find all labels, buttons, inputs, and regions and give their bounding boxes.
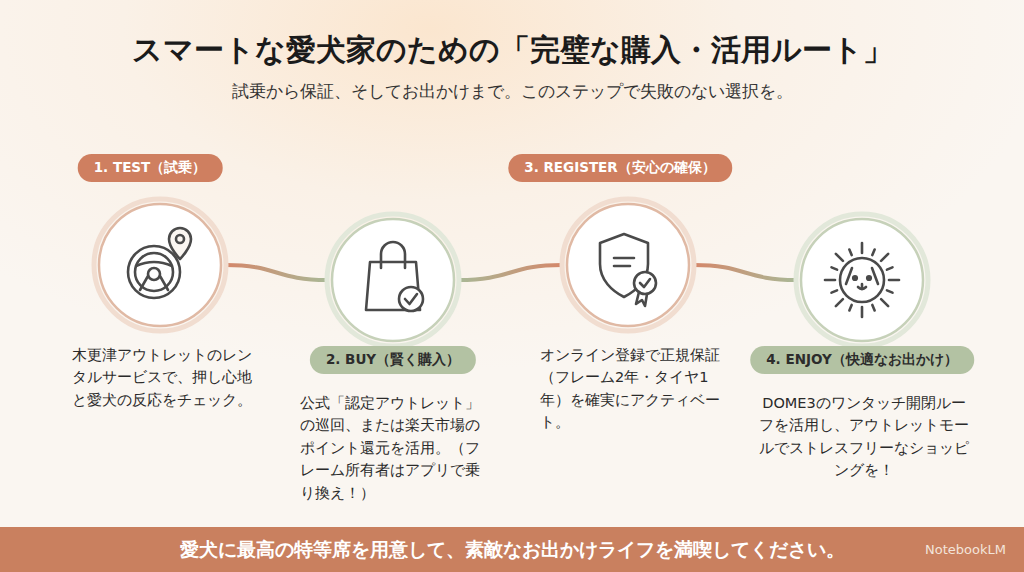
shield-icon xyxy=(600,234,656,306)
sun-ray xyxy=(872,250,874,256)
sun-ray xyxy=(825,279,835,282)
sun-ray xyxy=(861,243,864,253)
subtitle: 試乗から保証、そしてお出かけまで。このステップで失敗のない選択を。 xyxy=(0,80,1024,103)
sun-ray xyxy=(889,279,899,282)
circle-outline xyxy=(98,203,222,327)
circle-outline xyxy=(331,218,455,342)
sun-ray xyxy=(832,290,838,292)
step-description: オンライン登録で正規保証（フレーム2年・タイヤ1年）を確実にアクティベート。 xyxy=(540,344,724,434)
sun-ray xyxy=(872,305,874,311)
title: スマートな愛犬家のための「完璧な購入・活用ルート」 xyxy=(0,30,1024,71)
sun-ray xyxy=(836,254,843,261)
step-description: 公式「認定アウトレット」の巡回、または楽天市場のポイント還元を活用。（フレーム所… xyxy=(300,392,492,504)
step-label: 1. TEST（試乗） xyxy=(78,154,223,182)
sun-ray xyxy=(861,307,864,317)
sun-ray xyxy=(836,299,843,306)
step-label: 4. ENJOY（快適なお出かけ） xyxy=(750,346,974,374)
sun-ray xyxy=(881,254,888,261)
step-label: 3. REGISTER（安心の確保） xyxy=(508,154,732,182)
wave-connector xyxy=(694,265,796,280)
sun-ray xyxy=(849,305,851,311)
step-label: 2. BUY（賢く購入） xyxy=(310,346,476,374)
step-circle: 4. ENJOY（快適なお出かけ）DOME3のワンタッチ開閉ルーフを活用し、アウ… xyxy=(800,218,924,342)
footer-text: 愛犬に最高の特等席を用意して、素敵なお出かけライフを満喫してください。 xyxy=(0,537,1024,563)
sun-ray xyxy=(887,290,893,292)
step-description: DOME3のワンタッチ開閉ルーフを活用し、アウトレットモールでストレスフリーなシ… xyxy=(758,392,970,482)
steering-wheel-icon xyxy=(128,228,191,298)
circle-outline xyxy=(800,218,924,342)
shopping-bag-icon xyxy=(366,242,423,311)
step-circle: 3. REGISTER（安心の確保）オンライン登録で正規保証（フレーム2年・タイ… xyxy=(566,203,690,327)
step-description: 木更津アウトレットのレンタルサービスで、押し心地と愛犬の反応をチェック。 xyxy=(72,344,252,411)
sun-ray xyxy=(849,250,851,256)
step-circle: 1. TEST（試乗）木更津アウトレットのレンタルサービスで、押し心地と愛犬の反… xyxy=(98,203,222,327)
watermark: NotebookLM xyxy=(925,542,1006,557)
sun-ray xyxy=(881,299,888,306)
sun-ray xyxy=(832,267,838,269)
wave-connector xyxy=(226,265,327,280)
circle-outline xyxy=(566,203,690,327)
sun-ray xyxy=(887,267,893,269)
sun-dog-icon xyxy=(825,243,899,317)
footer-band: 愛犬に最高の特等席を用意して、素敵なお出かけライフを満喫してください。 xyxy=(0,527,1024,572)
step-circle: 2. BUY（賢く購入）公式「認定アウトレット」の巡回、または楽天市場のポイント… xyxy=(331,218,455,342)
wave-connector xyxy=(459,265,562,280)
